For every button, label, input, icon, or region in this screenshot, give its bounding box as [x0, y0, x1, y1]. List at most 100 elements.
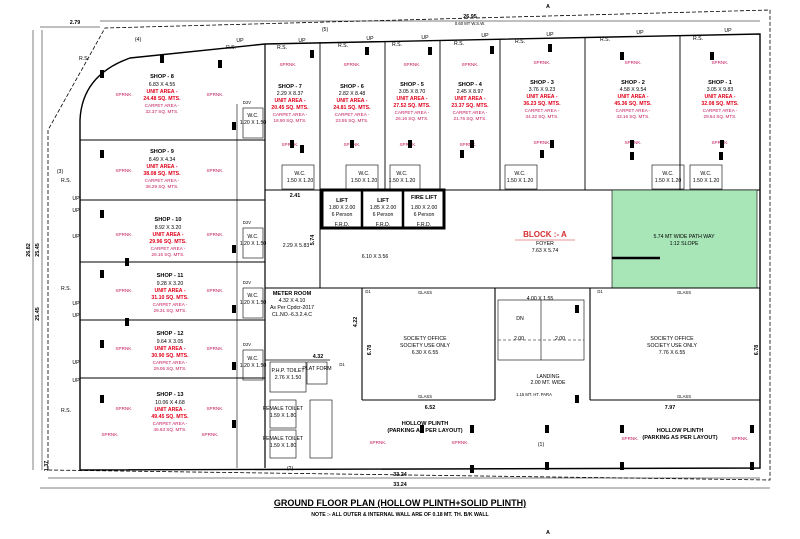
shop-4-unit: UNIT AREA - — [454, 96, 485, 102]
shop-10-dims: 8.92 X 3.20 — [155, 225, 182, 231]
up-label: UP — [636, 30, 644, 36]
glass-label: GLASS — [418, 394, 432, 399]
shop-1-dims: 3.05 X 9.83 — [707, 87, 734, 93]
lift-2-frd: F.R.D. — [376, 222, 390, 228]
pathway-label: 5.74 MT WIDE PATH WAY — [653, 234, 715, 240]
shop-11-name: SHOP - 11 — [157, 273, 184, 279]
site-boundary — [47, 9, 771, 481]
dim-left2: 25.45 — [35, 243, 41, 257]
soc2-label: SOCIETY OFFICE — [650, 336, 694, 342]
shop-8-unit: UNIT AREA - — [146, 89, 177, 95]
shop-3-unit-val: 36.23 SQ. MTS. — [523, 101, 561, 107]
shop-2-name: SHOP - 2 — [621, 80, 645, 86]
column — [365, 47, 369, 55]
shop-7-carpet: CARPET AREA - — [273, 112, 308, 117]
shop-7-unit-val: 20.45 SQ. MTS. — [271, 105, 309, 111]
shop-9-carpet: CARPET AREA - — [145, 178, 180, 183]
shop-1-carpet: CARPET AREA - — [703, 108, 738, 113]
wc-label: W.C. — [247, 356, 258, 362]
column — [290, 140, 294, 148]
shop-7-dims: 2.29 X 8.37 — [277, 91, 304, 97]
column — [620, 52, 624, 60]
rs-label: R.S. — [693, 36, 703, 42]
shop-5-unit-val: 27.52 SQ. MTS. — [393, 103, 431, 109]
column — [470, 425, 474, 433]
shop-5-carpet-val: 26.16 SQ. MTS. — [396, 116, 429, 121]
top-wc: W.C. 1.50 X 1.20 W.C. 1.50 X 1.20 W.C. 1… — [287, 171, 720, 184]
structural-columns — [100, 44, 754, 473]
sprnk-label: SPRNK. — [101, 432, 118, 437]
sprnk-label: SPRNK. — [115, 406, 132, 411]
shop-3-unit: UNIT AREA - — [526, 94, 557, 100]
plan-title: GROUND FLOOR PLAN (HOLLOW PLINTH+SOLID P… — [274, 498, 526, 508]
dim-top-wsw: 0.60 MT W.S.W. — [455, 21, 485, 26]
d2v-label: D2V — [243, 342, 251, 347]
wc-label: W.C. — [247, 113, 258, 119]
column — [232, 122, 236, 130]
sprnk-label: SPRNK. — [206, 232, 223, 237]
shop-6-unit: UNIT AREA - — [336, 98, 367, 104]
plan-note: NOTE :- ALL OUTER & INTERNAL WALL ARE OF… — [311, 512, 489, 518]
shop-7-name: SHOP - 7 — [278, 84, 302, 90]
shop-8-carpet: CARPET AREA - — [145, 103, 180, 108]
up-label: UP — [421, 35, 429, 41]
shop-5-unit: UNIT AREA - — [396, 96, 427, 102]
meter-note-2: CL.NO.-6.3.2.4.C — [272, 312, 312, 318]
sprnk-label: SPRNK. — [115, 288, 132, 293]
rs-label: R.S. — [600, 37, 610, 43]
shop-10-carpet: CARPET AREA - — [151, 246, 186, 251]
female-toilet-1-dims: 1.59 X 1.80 — [270, 413, 297, 419]
shop-8-carpet-val: 32.37 SQ. MTS. — [146, 109, 179, 114]
shop-11-carpet-val: 29.31 SQ. MTS. — [154, 308, 187, 313]
column — [575, 395, 579, 403]
wc-dims: 1.20 X 1.50 — [240, 363, 267, 369]
column — [720, 140, 724, 148]
n5: (5) — [322, 27, 329, 33]
shop-12-name: SHOP - 12 — [157, 331, 184, 337]
sprnk-label: SPRNK. — [279, 62, 296, 67]
shop-13-name: SHOP - 13 — [157, 392, 184, 398]
column — [548, 44, 552, 52]
glass-label: GLASS — [677, 290, 691, 295]
shop-4-unit-val: 23.37 SQ. MTS. — [451, 103, 489, 109]
landing-width: 2.00 MT. WIDE — [531, 380, 566, 386]
landing-label: LANDING — [536, 374, 559, 380]
rs-label: R.S. — [454, 41, 464, 47]
sprnk-label: SPRNK. — [624, 60, 641, 65]
shop-12-unit-val: 30.90 SQ. MTS. — [151, 353, 189, 359]
column — [100, 210, 104, 218]
wc-dims: 1.20 X 1.50 — [240, 120, 267, 126]
column — [100, 395, 104, 403]
shop-13-unit-val: 49.45 SQ. MTS. — [151, 414, 189, 420]
column — [470, 140, 474, 148]
lift-1-title: LIFT — [336, 198, 348, 204]
wc-dims: 1.50 X 1.20 — [351, 178, 378, 184]
column — [750, 425, 754, 433]
sprnk-label: SPRNK. — [206, 346, 223, 351]
para-label: 1.15 MT. HT. PARA — [516, 392, 552, 397]
lift-1-capacity: 6 Person — [332, 212, 353, 218]
php-toilet-label: P.H.P. TOILET — [271, 368, 305, 374]
stair-labels: 4.00 X 1.55 DN LANDING 2.00 MT. WIDE 1.1… — [514, 296, 566, 397]
sprnk-label: SPRNK. — [206, 288, 223, 293]
hollow-plinth: HOLLOW PLINTH (PARKING AS PER LAYOUT) HO… — [369, 421, 748, 445]
shop-11-unit: UNIT AREA - — [154, 288, 185, 294]
column — [719, 152, 723, 160]
soc1-dims: 6.30 X 6.55 — [412, 350, 439, 356]
shop-9-carpet-val: 36.29 SQ. MTS. — [146, 184, 179, 189]
shop-2-unit: UNIT AREA - — [617, 94, 648, 100]
dim-left: 26.82 — [26, 243, 32, 257]
shop-11-carpet: CARPET AREA - — [153, 302, 188, 307]
shop-9-unit: UNIT AREA - — [146, 164, 177, 170]
dim-241: 2.41 — [290, 193, 301, 199]
shop-1-name: SHOP - 1 — [708, 80, 732, 86]
glass-label: GLASS — [418, 290, 432, 295]
column — [408, 140, 412, 148]
dim-422: 4.22 — [353, 317, 359, 328]
wc-label: W.C. — [700, 171, 711, 177]
column — [232, 305, 236, 313]
soc1-use: SOCIETY USE ONLY — [400, 343, 451, 349]
shop-5-name: SHOP - 5 — [400, 82, 424, 88]
rs-label: R.S. — [277, 45, 287, 51]
meter-room-label: METER ROOM — [273, 291, 312, 297]
